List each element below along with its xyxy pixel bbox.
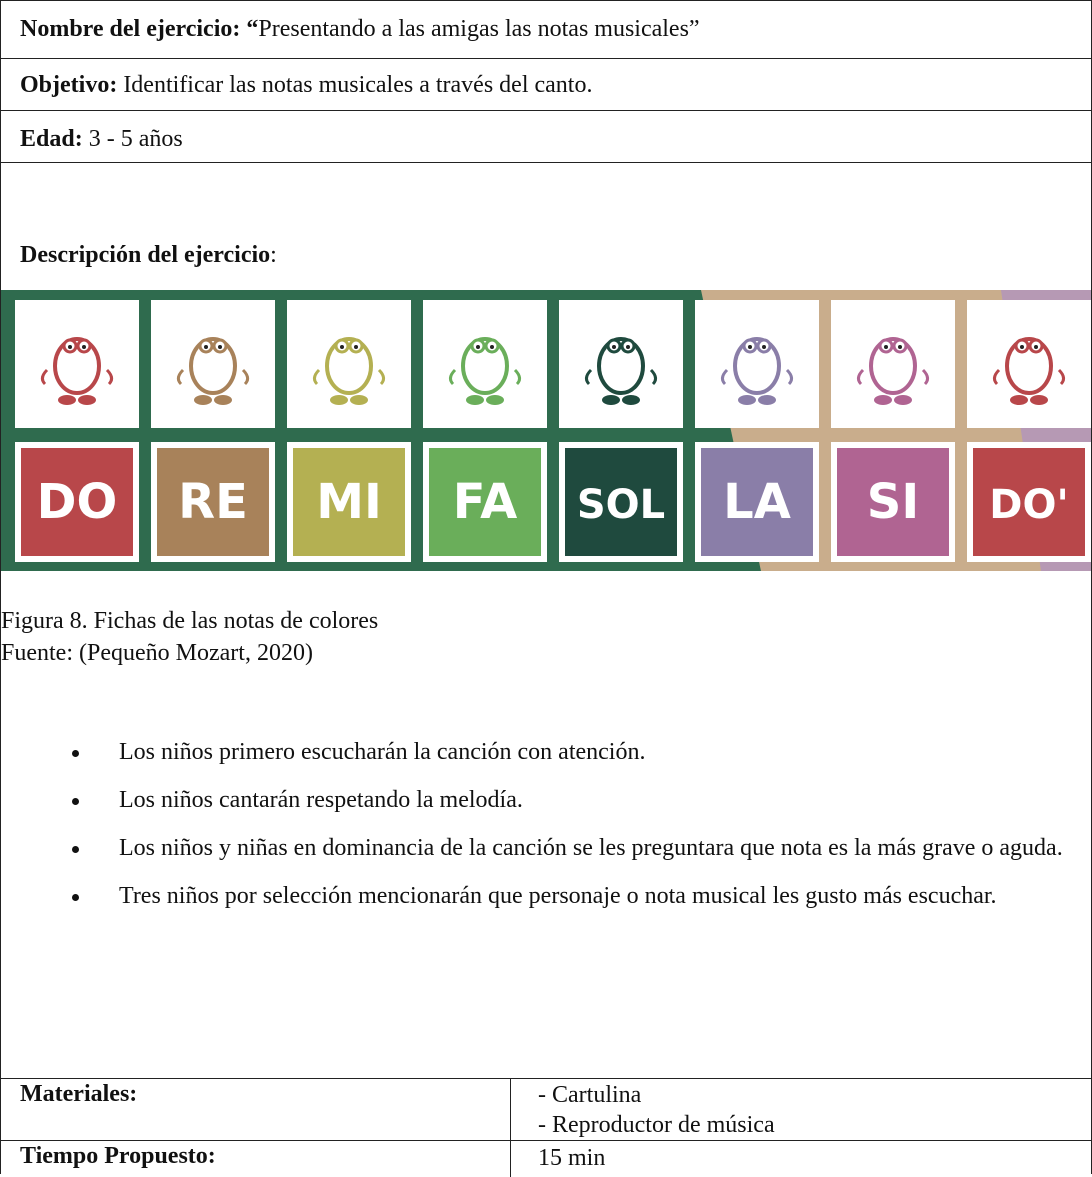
note-label: RE xyxy=(178,474,248,530)
materials-label-cell: Materiales: xyxy=(1,1079,511,1140)
note-character-icon xyxy=(992,337,1066,405)
exercise-name-row: Nombre del ejercicio: “Presentando a las… xyxy=(1,1,1091,59)
note-character-icon xyxy=(448,337,522,405)
label-card xyxy=(21,448,133,556)
material-item: - Reproductor de música xyxy=(538,1112,775,1138)
note-tile-1: DO xyxy=(15,300,139,562)
time-value-cell: 15 min xyxy=(511,1141,1091,1177)
exercise-name-value: Presentando a las amigas las notas music… xyxy=(258,16,700,42)
materials-row: Materiales: - Cartulina - Reproductor de… xyxy=(1,1079,1091,1141)
note-label: DO xyxy=(37,474,118,530)
activity-step: Los niños cantarán respetando la melodía… xyxy=(1,776,1071,824)
age-text: Edad: 3 - 5 años xyxy=(20,126,183,153)
material-item: - Cartulina xyxy=(538,1082,642,1108)
objective-label: Objetivo: xyxy=(20,72,118,98)
bullet-dot xyxy=(72,750,79,757)
age-value: 3 - 5 años xyxy=(82,126,183,152)
label-card xyxy=(837,448,949,556)
figure-caption-block: Figura 8. Fichas de las notas de colores… xyxy=(1,605,378,669)
activity-step: Los niños y niñas en dominancia de la ca… xyxy=(1,824,1071,872)
label-card xyxy=(565,448,677,556)
note-tile-4: FA xyxy=(423,300,547,562)
age-divider xyxy=(1,162,1091,163)
note-character-icon xyxy=(312,337,386,405)
figure-source: Fuente: (Pequeño Mozart, 2020) xyxy=(1,640,313,666)
time-value: 15 min xyxy=(538,1145,606,1171)
note-character-icon xyxy=(40,337,114,405)
label-card xyxy=(701,448,813,556)
note-label: FA xyxy=(453,474,517,530)
objective-row: Objetivo: Identificar las notas musicale… xyxy=(1,59,1091,111)
label-card xyxy=(973,448,1085,556)
note-tiles: DO RE MI FA SOL LA SI DO' xyxy=(15,300,1091,562)
objective-value: Identificar las notas musicales a través… xyxy=(117,72,593,98)
note-label: DO' xyxy=(989,482,1068,528)
bullet-dot xyxy=(72,894,79,901)
description-label: Descripción del ejercicio xyxy=(20,242,271,268)
note-tile-5: SOL xyxy=(559,300,683,562)
label-card xyxy=(293,448,405,556)
activity-steps: Los niños primero escucharán la canción … xyxy=(1,728,1071,920)
notes-figure-svg: DO RE MI FA SOL LA SI DO' xyxy=(1,290,1091,571)
description-colon: : xyxy=(270,242,277,268)
note-tile-6: LA xyxy=(695,300,819,562)
bullet-dot xyxy=(72,798,79,805)
materials-label: Materiales: xyxy=(20,1081,138,1107)
description-heading: Descripción del ejercicio: xyxy=(20,242,277,269)
activity-step-text: Los niños primero escucharán la canción … xyxy=(119,739,646,765)
notes-figure: DO RE MI FA SOL LA SI DO' xyxy=(1,290,1091,571)
details-table: Materiales: - Cartulina - Reproductor de… xyxy=(1,1078,1091,1177)
label-card xyxy=(429,448,541,556)
note-tile-7: SI xyxy=(831,300,955,562)
activity-step: Los niños primero escucharán la canción … xyxy=(1,728,1071,776)
note-character-icon xyxy=(720,337,794,405)
activity-step-text: Los niños y niñas en dominancia de la ca… xyxy=(119,835,1063,861)
note-label: SOL xyxy=(577,482,665,528)
note-character-icon xyxy=(856,337,930,405)
activity-step: Tres niños por selección mencionarán que… xyxy=(1,872,1071,920)
note-label: MI xyxy=(316,474,382,530)
time-label-cell: Tiempo Propuesto: xyxy=(1,1141,511,1177)
label-card xyxy=(157,448,269,556)
note-character-icon xyxy=(584,337,658,405)
materials-value-cell: - Cartulina - Reproductor de música xyxy=(511,1079,1091,1140)
note-character-icon xyxy=(176,337,250,405)
note-label: LA xyxy=(723,474,791,530)
figure-caption: Figura 8. Fichas de las notas de colores xyxy=(1,608,379,634)
activity-step-text: Tres niños por selección mencionarán que… xyxy=(119,883,997,909)
note-tile-8: DO' xyxy=(967,300,1091,562)
time-label: Tiempo Propuesto: xyxy=(20,1143,216,1169)
exercise-name-label: Nombre del ejercicio: “ xyxy=(20,16,259,42)
age-label: Edad: xyxy=(20,126,83,152)
time-row: Tiempo Propuesto: 15 min xyxy=(1,1141,1091,1177)
bullet-dot xyxy=(72,846,79,853)
note-label: SI xyxy=(867,474,919,530)
note-tile-3: MI xyxy=(287,300,411,562)
note-tile-2: RE xyxy=(151,300,275,562)
activity-step-text: Los niños cantarán respetando la melodía… xyxy=(119,787,523,813)
